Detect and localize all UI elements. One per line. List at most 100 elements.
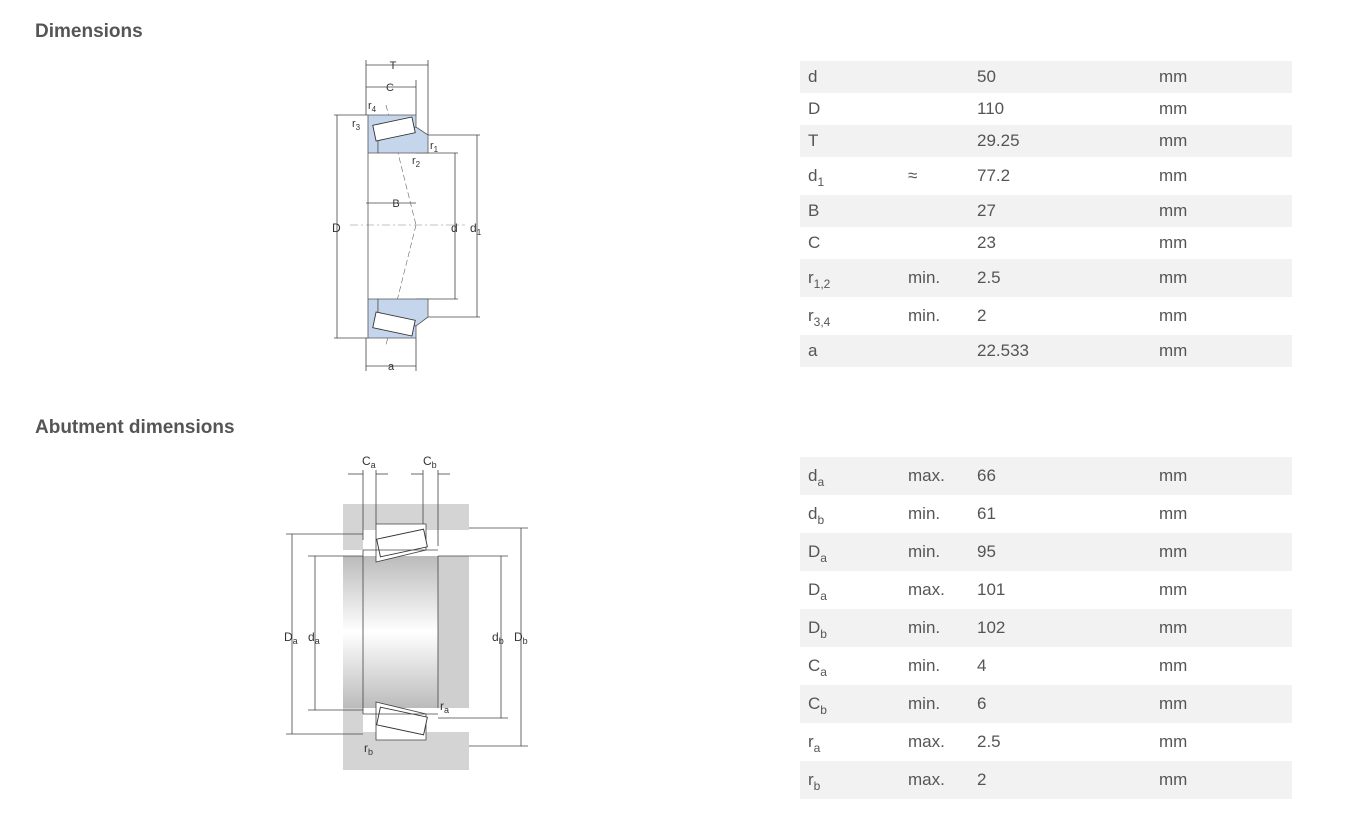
diagram-label-r3: r3 — [352, 118, 361, 132]
parameter-unit: mm — [1159, 233, 1188, 252]
diagram-label-T: T — [390, 60, 397, 72]
diagram-label-Da: Da — [284, 630, 298, 646]
abutment-row: Cb min. 6 mm — [800, 685, 1292, 723]
parameter-symbol: D — [808, 99, 821, 118]
parameter-unit: mm — [1159, 466, 1188, 485]
parameter-symbol: T — [808, 131, 819, 150]
parameter-value: 23 — [977, 233, 996, 252]
diagram-label-Db: Db — [514, 630, 528, 646]
parameter-value: 2.5 — [977, 732, 1001, 751]
parameter-qualifier: min. — [908, 542, 941, 561]
abutment-row: Da max. 101 mm — [800, 571, 1292, 609]
parameter-value: 2 — [977, 770, 987, 789]
parameter-unit: mm — [1159, 201, 1188, 220]
abutment-dimensions-title: Abutment dimensions — [35, 417, 235, 438]
parameter-value: 2.5 — [977, 268, 1001, 287]
diagram-label-r1: r1 — [430, 140, 439, 154]
parameter-symbol: Cb — [808, 694, 827, 717]
parameter-value: 102 — [977, 618, 1006, 637]
parameter-qualifier: min. — [908, 694, 941, 713]
parameter-symbol: B — [808, 201, 820, 220]
diagram-label-ra: ra — [440, 699, 449, 715]
parameter-unit: mm — [1159, 732, 1188, 751]
diagram-label-B: B — [392, 198, 399, 210]
parameter-qualifier: min. — [908, 504, 941, 523]
parameter-symbol: r3,4 — [808, 306, 831, 329]
parameter-symbol: Db — [808, 618, 827, 641]
diagram-label-d: d — [451, 221, 458, 235]
diagram-label-Cb: Cb — [423, 454, 437, 470]
parameter-symbol: d — [808, 67, 818, 86]
parameter-unit: mm — [1159, 166, 1188, 185]
parameter-value: 29.25 — [977, 131, 1020, 150]
dimension-row: C 23 mm — [800, 227, 1292, 259]
parameter-qualifier: max. — [908, 466, 945, 485]
parameter-unit: mm — [1159, 67, 1188, 86]
bearing-dimensions-drawing: T C r4 r3 r1 r2 B D d d1 a — [332, 60, 482, 373]
abutment-row: Db min. 102 mm — [800, 609, 1292, 647]
dimension-row: d 50 mm — [800, 61, 1292, 93]
dimension-row: T 29.25 mm — [800, 125, 1292, 157]
parameter-symbol: db — [808, 504, 825, 527]
parameter-value: 2 — [977, 306, 987, 325]
parameter-unit: mm — [1159, 268, 1188, 287]
parameter-symbol: d1 — [808, 166, 825, 189]
parameter-unit: mm — [1159, 580, 1188, 599]
parameter-qualifier: max. — [908, 732, 945, 751]
parameter-unit: mm — [1159, 656, 1188, 675]
parameter-value: 22.533 — [977, 341, 1029, 360]
parameter-qualifier: min. — [908, 268, 941, 287]
diagram-label-a: a — [388, 361, 395, 373]
abutment-row: ra max. 2.5 mm — [800, 723, 1292, 761]
parameter-unit: mm — [1159, 770, 1188, 789]
parameter-value: 110 — [977, 99, 1005, 118]
parameter-symbol: Da — [808, 542, 827, 565]
diagram-label-r4: r4 — [368, 100, 377, 114]
parameter-qualifier: min. — [908, 656, 941, 675]
parameter-symbol: a — [808, 341, 818, 360]
parameter-value: 66 — [977, 466, 996, 485]
dimension-row: a 22.533 mm — [800, 335, 1292, 367]
parameter-qualifier: max. — [908, 770, 945, 789]
abutment-dimensions-drawing: Ca Cb Da da db Db ra rb — [284, 454, 528, 770]
parameter-value: 6 — [977, 694, 987, 713]
parameter-symbol: C — [808, 233, 821, 252]
parameter-symbol: ra — [808, 732, 821, 755]
parameter-unit: mm — [1159, 341, 1188, 360]
parameter-symbol: da — [808, 466, 825, 489]
diagram-label-C: C — [386, 82, 394, 94]
diagram-label-Ca: Ca — [362, 454, 376, 470]
diagram-label-d1: d1 — [470, 221, 482, 237]
diagram-label-da: da — [308, 630, 320, 646]
diagram-label-D: D — [332, 221, 341, 235]
parameter-unit: mm — [1159, 694, 1188, 713]
parameter-qualifier: max. — [908, 580, 945, 599]
parameter-value: 50 — [977, 67, 996, 86]
parameter-unit: mm — [1159, 542, 1188, 561]
parameter-unit: mm — [1159, 131, 1188, 150]
parameter-value: 77.2 — [977, 166, 1011, 185]
abutment-row: da max. 66 mm — [800, 457, 1292, 495]
parameter-value: 61 — [977, 504, 996, 523]
parameter-symbol: r1,2 — [808, 268, 831, 291]
parameter-symbol: rb — [808, 770, 821, 793]
parameter-unit: mm — [1159, 618, 1188, 637]
diagram-label-db: db — [492, 630, 504, 646]
parameter-symbol: Da — [808, 580, 827, 603]
parameter-qualifier: min. — [908, 618, 941, 637]
diagram-label-r2: r2 — [412, 155, 421, 169]
parameter-qualifier: min. — [908, 306, 941, 325]
parameter-qualifier: ≈ — [908, 166, 918, 185]
parameter-unit: mm — [1159, 99, 1188, 118]
parameter-value: 4 — [977, 656, 987, 675]
parameter-value: 101 — [977, 580, 1006, 599]
dimension-row: D 110 mm — [800, 93, 1292, 125]
dimension-row: r1,2 min. 2.5 mm — [800, 259, 1292, 297]
